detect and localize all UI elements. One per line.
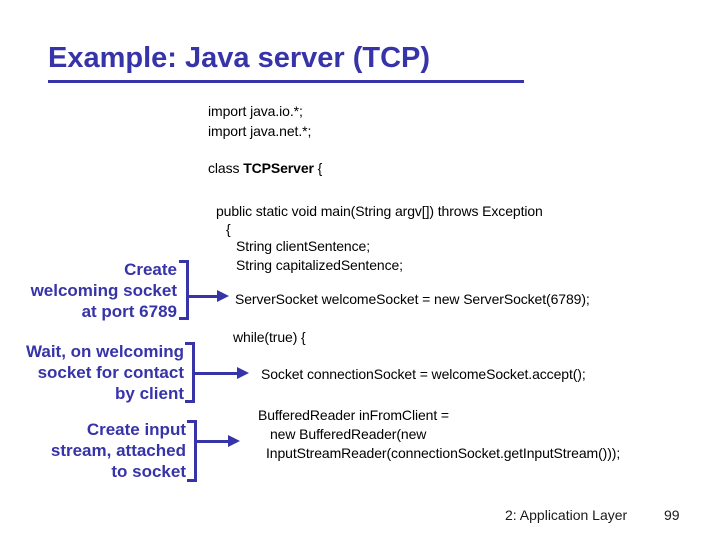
- code-class-line: class TCPServer {: [208, 160, 322, 176]
- code-class-keyword: class: [208, 160, 244, 176]
- annotation-input-stream: Create input stream, attached to socket: [9, 419, 186, 482]
- arrow-welcoming-socket-head: [217, 290, 229, 302]
- arrow-welcoming-socket-line: [189, 295, 217, 298]
- code-while-line: while(true) {: [233, 329, 306, 345]
- code-main-signature-line: public static void main(String argv[]) t…: [216, 203, 543, 219]
- code-buffered-reader-line-2: new BufferedReader(new: [270, 426, 427, 442]
- code-connection-socket-line: Socket connectionSocket = welcomeSocket.…: [261, 366, 586, 382]
- arrow-wait-contact-line: [195, 372, 237, 375]
- code-class-brace: {: [313, 160, 323, 176]
- code-client-sentence-line: String clientSentence;: [236, 238, 370, 254]
- footer-page-number: 99: [664, 507, 680, 523]
- annotation-welcoming-socket: Create welcoming socket at port 6789: [5, 259, 177, 322]
- code-buffered-reader-line-1: BufferedReader inFromClient =: [258, 407, 449, 423]
- page-title: Example: Java server (TCP): [48, 42, 524, 83]
- code-capitalized-sentence-line: String capitalizedSentence;: [236, 257, 403, 273]
- annotation-line: at port 6789: [81, 302, 177, 321]
- arrow-input-stream-line: [197, 440, 228, 443]
- annotation-line: welcoming socket: [30, 281, 177, 300]
- code-import-net-line: import java.net.*;: [208, 123, 312, 139]
- code-class-name: TCPServer: [243, 160, 314, 176]
- annotation-line: socket for contact: [37, 363, 184, 382]
- bracket-welcoming-socket: [179, 260, 189, 320]
- arrow-wait-contact-head: [237, 367, 249, 379]
- bracket-wait-contact: [185, 342, 195, 403]
- footer-section-label: 2: Application Layer: [505, 507, 628, 523]
- code-server-socket-line: ServerSocket welcomeSocket = new ServerS…: [235, 291, 590, 307]
- bracket-input-stream: [187, 420, 197, 482]
- code-buffered-reader-line-3: InputStreamReader(connectionSocket.getIn…: [266, 445, 621, 461]
- arrow-input-stream-head: [228, 435, 240, 447]
- annotation-line: stream, attached: [50, 441, 186, 460]
- annotation-line: Create: [124, 260, 177, 279]
- code-open-brace-line: {: [226, 221, 231, 237]
- annotation-line: Create input: [86, 420, 186, 439]
- annotation-line: to socket: [111, 462, 186, 481]
- code-import-io-line: import java.io.*;: [208, 103, 303, 119]
- annotation-wait-contact: Wait, on welcoming socket for contact by…: [5, 341, 184, 404]
- annotation-line: Wait, on welcoming: [25, 342, 184, 361]
- annotation-line: by client: [115, 384, 184, 403]
